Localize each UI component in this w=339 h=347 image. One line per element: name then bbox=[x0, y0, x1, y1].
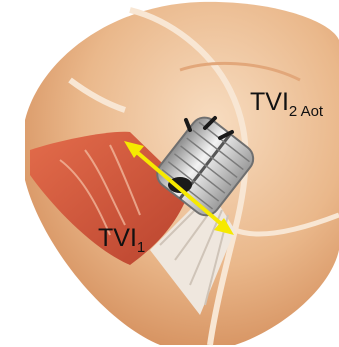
tvi2-label-subscript: 2 Aot bbox=[289, 103, 323, 120]
tvi1-label-base: TVI bbox=[98, 224, 137, 252]
tvi1-label: TVI1 bbox=[98, 224, 145, 256]
tvi2-label: TVI2 Aot bbox=[250, 88, 323, 120]
tvi2-label-base: TVI bbox=[250, 88, 289, 116]
tvi1-label-subscript: 1 bbox=[137, 239, 145, 256]
